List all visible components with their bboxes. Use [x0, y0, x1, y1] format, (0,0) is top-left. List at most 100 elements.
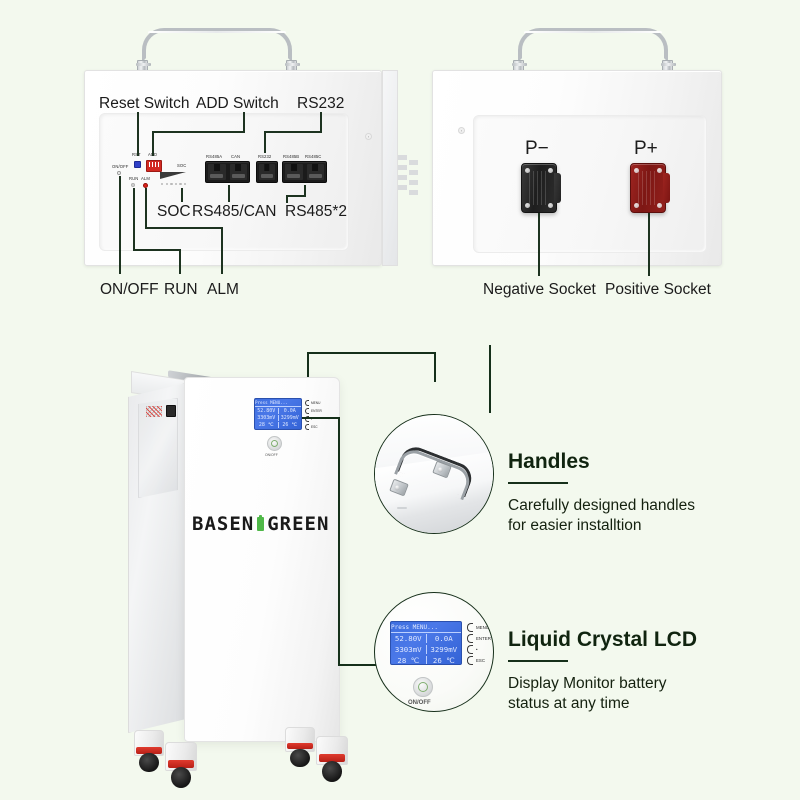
unit-lcd-r2-left: 28 ℃ [258, 421, 274, 428]
leader-negative-socket [538, 213, 540, 276]
lcd-button-label: MENU [311, 401, 321, 405]
leader-add-switch-v1 [243, 112, 245, 132]
rs485x2-port-block[interactable] [282, 161, 327, 183]
on-off-marker-icon [117, 171, 121, 175]
callout-positive-socket: Positive Socket [605, 281, 711, 298]
feature-handles-rule [508, 482, 568, 485]
unit-lcd-button-esc[interactable]: ESC [305, 424, 318, 430]
feature-lcd-rule [508, 660, 568, 663]
leader-lcd-feature-h [338, 664, 382, 666]
handle-right-panel [512, 28, 676, 78]
positive-terminal-socket[interactable] [630, 163, 670, 213]
leader-soc [181, 188, 183, 202]
brand-logo: BASEN GREEN [192, 513, 329, 535]
leader-rs485x2-h [286, 195, 306, 197]
leader-reset-switch [137, 112, 139, 156]
silk-rst: RST [132, 152, 141, 157]
terminal-panel-inset [473, 115, 707, 253]
leader-unit-to-panels-v-right [434, 352, 436, 382]
warning-sticker-icon [146, 406, 162, 417]
lcd-button-bracket-icon [305, 400, 309, 406]
leader-add-switch-v2 [152, 131, 154, 156]
callout-rs485-can: RS485/CAN [192, 203, 277, 220]
panel-left-edge [382, 70, 398, 266]
rs232-port-block[interactable] [256, 161, 278, 183]
unit-lcd-r0-right: 0.0A [277, 407, 302, 414]
feature-lcd-r0-left: 52.80V [394, 634, 422, 643]
leader-run-v1 [133, 188, 135, 250]
lcd-button-label: ESC [311, 425, 318, 429]
silk-rs232: RS232 [258, 154, 272, 159]
feature-lcd-button-dot[interactable]: • [467, 645, 478, 654]
leader-on-off [119, 176, 121, 274]
feature-power-button[interactable] [413, 677, 433, 697]
callout-alm: ALM [207, 281, 239, 298]
silk-rs485b: RS485B [283, 154, 300, 159]
leader-run-h [133, 249, 180, 251]
alm-led-indicator [143, 183, 148, 188]
vent-slots-right [409, 160, 418, 200]
callout-rs232: RS232 [297, 95, 345, 112]
unit-lcd-button-enter[interactable]: ENTER [305, 408, 322, 414]
lcd-button-bracket-icon [467, 656, 473, 665]
feature-handles-title: Handles [508, 450, 590, 473]
caster-rear-right [285, 727, 315, 767]
unit-power-button[interactable] [267, 436, 282, 451]
negative-terminal-socket[interactable] [521, 163, 561, 213]
callout-reset-switch: Reset Switch [99, 95, 190, 112]
caster-rear-left [134, 730, 164, 772]
side-breaker-switch[interactable] [166, 405, 176, 417]
callout-run: RUN [164, 281, 198, 298]
unit-lcd-header: Press MENU... [255, 399, 301, 407]
lcd-button-label: ENTER [476, 636, 491, 641]
unit-lcd-button-menu[interactable]: MENU [305, 400, 320, 406]
lcd-button-bracket-icon [305, 424, 309, 430]
lcd-button-label: • [311, 417, 313, 421]
lcd-button-bracket-icon [467, 645, 473, 654]
unit-lcd-r0-left: 52.80V [257, 407, 276, 414]
terminal-panel-screw-icon: ‹ [458, 127, 465, 134]
brand-logo-right: GREEN [267, 513, 330, 535]
leader-rs485x2-v2 [286, 195, 288, 203]
silk-run: RUN [129, 176, 139, 181]
silk-alm: ALM [141, 176, 150, 181]
caster-front-left [165, 742, 197, 788]
leader-rs485-can [228, 185, 230, 202]
lcd-button-bracket-icon [305, 408, 309, 414]
leader-run-v2 [179, 249, 181, 274]
unit-lcd-button-dot[interactable]: • [305, 416, 312, 422]
terminal-panel-body: ‹ [432, 70, 722, 266]
silk-rs485a: RS485A [206, 154, 223, 159]
silk-can: CAN [231, 154, 241, 159]
caster-front-right [316, 736, 348, 782]
feature-power-button-caption: ON/OFF [408, 700, 431, 706]
feature-lcd-display: Press MENU... 52.80V 0.0A 3303mV 3299mV … [390, 621, 462, 665]
leader-alm-v2 [221, 227, 223, 274]
callout-add-switch: ADD Switch [196, 95, 279, 112]
feature-lcd-button-menu[interactable]: MENU [467, 623, 489, 632]
vent-slots-left [398, 155, 407, 195]
feature-lcd-image: Press MENU... 52.80V 0.0A 3303mV 3299mV … [374, 592, 494, 712]
feature-lcd-button-esc[interactable]: ESC [467, 656, 485, 665]
feature-lcd-button-enter[interactable]: ENTER [467, 634, 491, 643]
reset-switch-button[interactable] [134, 161, 141, 168]
leader-handles-feature [489, 345, 491, 413]
leader-rs232-h [264, 131, 322, 133]
callout-soc: SOC [157, 203, 191, 220]
terminal-label-positive: P+ [634, 138, 658, 159]
add-dip-switch[interactable] [146, 160, 162, 172]
leader-add-switch-h [152, 131, 245, 133]
leader-unit-to-panels-v-left [307, 352, 309, 382]
lcd-button-label: ESC [476, 658, 486, 663]
leader-rs485x2-v1 [304, 185, 306, 196]
feature-lcd-r1-right: 3299mV [425, 645, 462, 654]
rs485-can-port-block[interactable] [205, 161, 250, 183]
terminal-label-negative: P− [525, 138, 549, 159]
silk-rs485c: RS485C [305, 154, 322, 159]
lcd-button-bracket-icon [305, 416, 309, 422]
leader-lcd-feature-v [338, 417, 340, 665]
lcd-button-label: MENU [476, 625, 489, 630]
leader-lcd-from-unit-h [302, 417, 340, 419]
soc-gradient-icon [160, 172, 186, 179]
